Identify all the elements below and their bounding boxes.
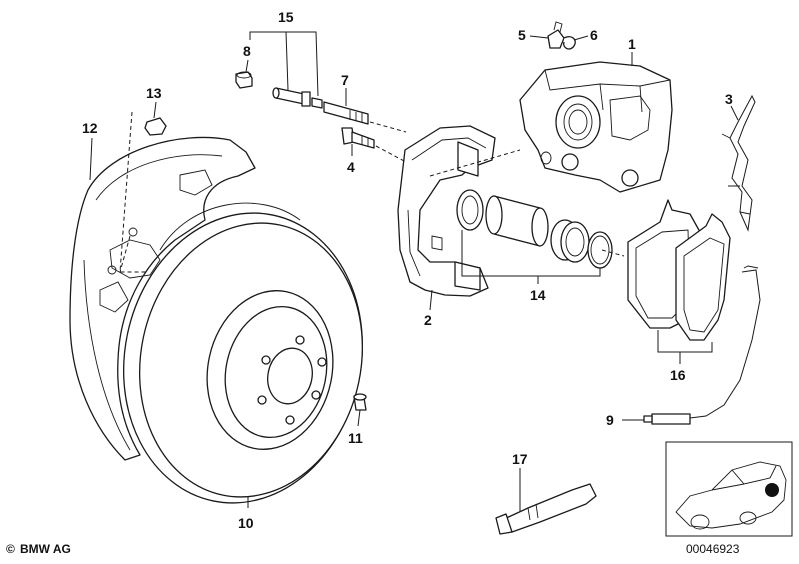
brake-caliper: [519, 61, 673, 193]
protection-plate: [69, 136, 256, 461]
callout-1: 1: [628, 36, 636, 52]
vehicle-locator-thumbnail: 00046923: [665, 441, 793, 556]
copyright-symbol: ©: [6, 542, 15, 556]
car-silhouette: [675, 461, 787, 530]
guide-sleeve: [272, 87, 323, 109]
callout-9: 9: [606, 412, 614, 428]
repair-kit: [456, 189, 613, 269]
guide-bolt: [323, 101, 369, 125]
callout-5: 5: [518, 27, 526, 43]
callout-6: 6: [590, 27, 598, 43]
callout-4: 4: [347, 159, 355, 175]
callout-12: 12: [82, 120, 98, 136]
callout-17: 17: [512, 451, 528, 467]
disc-screw: [353, 393, 367, 411]
callout-10: 10: [238, 515, 254, 531]
callout-2: 2: [424, 312, 432, 328]
callout-15: 15: [278, 9, 294, 25]
cap: [235, 71, 253, 89]
caliper-carrier: [397, 125, 496, 297]
callout-3: 3: [725, 91, 733, 107]
leader-lines: [89, 31, 739, 512]
caliper-bolt: [341, 127, 375, 149]
bolt-13: [144, 117, 167, 136]
callout-11: 11: [348, 430, 363, 446]
grease-tube: [495, 483, 597, 535]
diagram-number: 00046923: [686, 542, 740, 556]
callout-8: 8: [243, 43, 251, 59]
spring-clip: [721, 94, 756, 232]
brand-name: BMW AG: [20, 542, 71, 556]
brake-disc: [123, 202, 364, 504]
wear-sensor: [643, 265, 761, 425]
copyright: © BMW AG: [6, 542, 71, 556]
callout-7: 7: [341, 72, 349, 88]
callout-14: 14: [530, 287, 546, 303]
rear-wheel-marker: [765, 483, 779, 497]
callout-16: 16: [670, 367, 686, 383]
brake-pads: [627, 199, 731, 341]
callout-labels: 1 2 3 4 5 6 7 8 9 10 11 12 13 14 15 16 1…: [82, 9, 733, 531]
bleeder-valve: [547, 21, 576, 50]
callout-13: 13: [146, 85, 162, 101]
